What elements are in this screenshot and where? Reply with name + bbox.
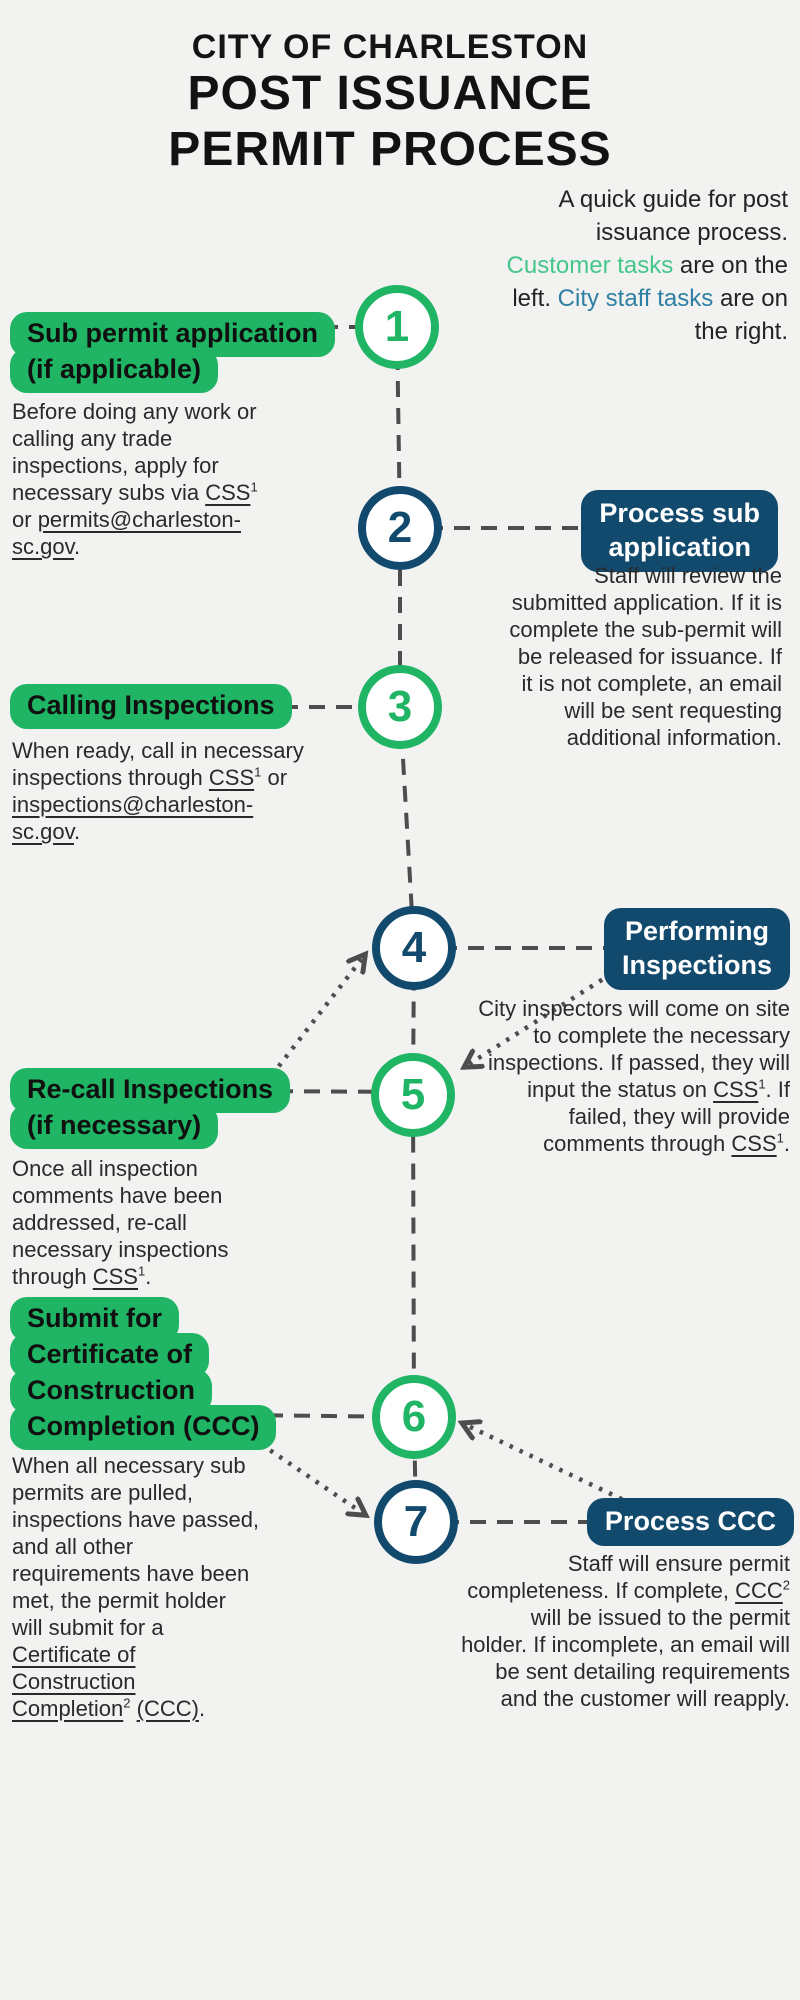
step-3-marker: 3 bbox=[358, 665, 442, 749]
step-7-marker: 7 bbox=[374, 1480, 458, 1564]
title-line-1: POST ISSUANCE bbox=[187, 67, 593, 120]
step-4-description: City inspectors will come on site to com… bbox=[478, 996, 790, 1156]
org-name: CITY OF CHARLESTON bbox=[191, 28, 589, 66]
step-2-marker: 2 bbox=[358, 486, 442, 570]
badge-line: Completion (CCC) bbox=[10, 1405, 277, 1450]
inline-link[interactable]: permits@charleston-sc.gov bbox=[12, 507, 241, 559]
inline-link[interactable]: (CCC) bbox=[136, 1696, 199, 1721]
inline-link[interactable]: CSS bbox=[208, 765, 255, 790]
step-1-marker: 1 bbox=[355, 285, 439, 369]
badge-line: Process CCC bbox=[604, 1506, 776, 1536]
badge-line: Performing bbox=[624, 916, 769, 946]
page-title: POST ISSUANCE PERMIT PROCESS bbox=[0, 66, 780, 178]
step-2-description: Staff will review the submitted applicat… bbox=[509, 563, 782, 750]
step-4-marker: 4 bbox=[372, 906, 456, 990]
step-6-badge: Submit for Certificate of Construction C… bbox=[10, 1297, 277, 1450]
step-5-description: Once all inspection comments have been a… bbox=[12, 1156, 229, 1289]
intro-text: A quick guide for post issuance process.… bbox=[506, 186, 788, 345]
inline-link[interactable]: inspections@charleston-sc.gov bbox=[12, 792, 254, 844]
step-7-badge: Process CCC bbox=[586, 1498, 794, 1546]
badge-line: Calling Inspections bbox=[10, 684, 292, 729]
arrow-processccc-to-step6 bbox=[464, 1424, 633, 1507]
arrow-recall-to-step4 bbox=[270, 956, 364, 1077]
inline-link[interactable]: CSS bbox=[205, 480, 251, 505]
step-2-badge: Process sub application bbox=[581, 490, 778, 572]
step-1-description: Before doing any work or calling any tra… bbox=[12, 399, 258, 559]
inline-link[interactable]: CSS bbox=[92, 1264, 138, 1289]
inline-link[interactable]: CSS bbox=[713, 1077, 759, 1102]
step-5-marker: 5 bbox=[371, 1053, 455, 1137]
step-1-badge: Sub permit application (if applicable) bbox=[10, 312, 336, 393]
step-5-badge: Re-call Inspections (if necessary) bbox=[10, 1068, 291, 1149]
step-3-description: When ready, call in necessary inspection… bbox=[12, 738, 304, 844]
arrow-submit-to-step7 bbox=[250, 1436, 364, 1514]
badge-line: Process sub bbox=[599, 498, 760, 528]
title-line-2: PERMIT PROCESS bbox=[168, 123, 612, 176]
inline-link[interactable]: Certificate of Construction Completion bbox=[12, 1642, 136, 1721]
step-6-description: When all necessary sub permits are pulle… bbox=[12, 1453, 260, 1721]
inline-link[interactable]: CSS bbox=[731, 1131, 777, 1156]
step-6-marker: 6 bbox=[372, 1375, 456, 1459]
badge-line: application bbox=[608, 532, 751, 562]
step-7-description: Staff will ensure permit completeness. I… bbox=[461, 1551, 790, 1711]
badge-line: Inspections bbox=[621, 950, 772, 980]
badge-line: Sub permit application bbox=[10, 312, 336, 357]
step-4-badge: Performing Inspections bbox=[603, 908, 790, 990]
badge-line: (if necessary) bbox=[10, 1104, 219, 1149]
step-3-badge: Calling Inspections bbox=[10, 684, 292, 729]
inline-link[interactable]: CCC bbox=[735, 1578, 783, 1603]
badge-line: (if applicable) bbox=[10, 348, 219, 393]
